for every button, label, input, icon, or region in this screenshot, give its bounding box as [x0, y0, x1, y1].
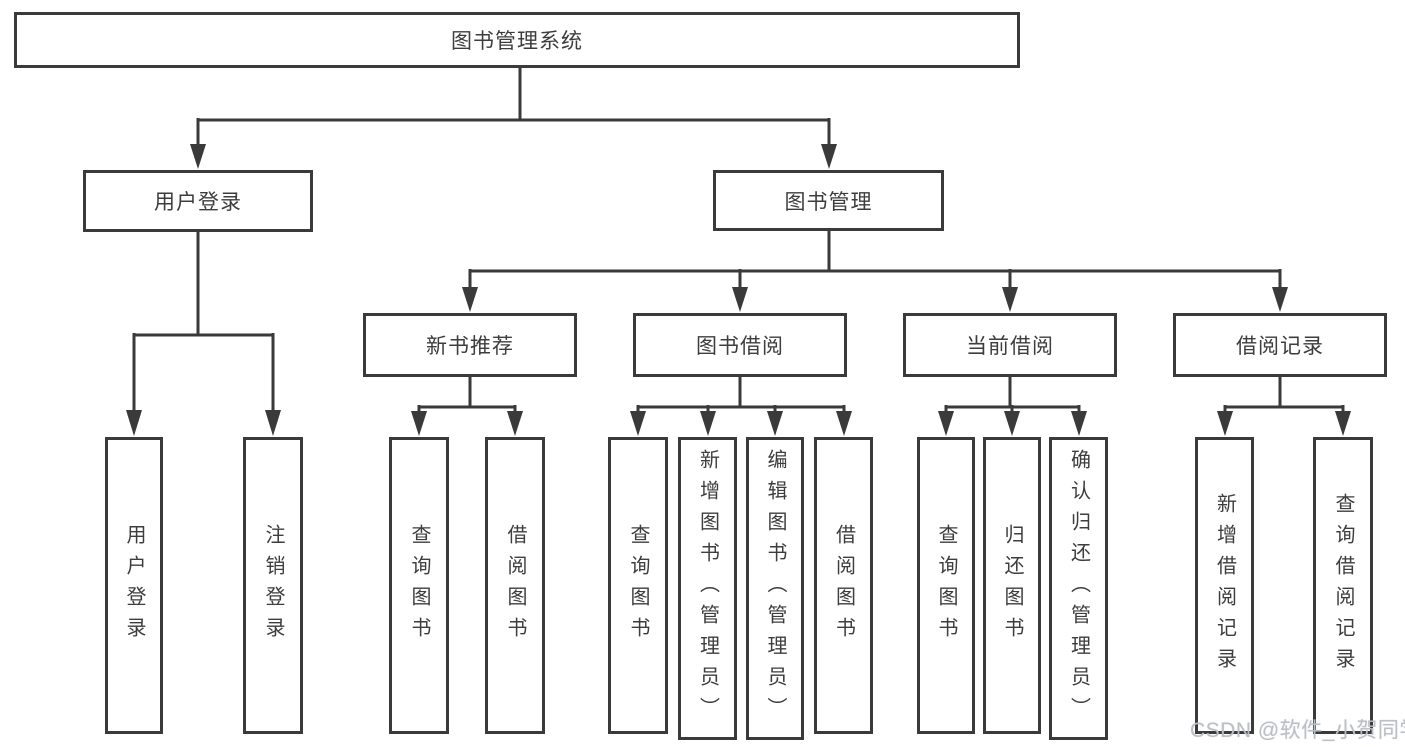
- arrowhead: [190, 144, 206, 169]
- leaf-edit-books-admin: 编辑图书（管理员）: [746, 437, 804, 740]
- leaf-query-books-recommend: 查询图书: [389, 437, 449, 734]
- arrowhead: [1335, 411, 1351, 436]
- arrowhead: [411, 411, 427, 436]
- node-book-management-branch: 图书管理: [713, 170, 944, 231]
- leaf-add-books-admin: 新增图书（管理员）: [678, 437, 737, 740]
- leaf-confirm-return-admin: 确认归还（管理员）: [1049, 437, 1108, 740]
- leaf-return-books: 归还图书: [983, 437, 1041, 734]
- node-borrowing-records: 借阅记录: [1173, 313, 1387, 377]
- arrowhead: [1071, 411, 1087, 436]
- arrowhead: [700, 411, 716, 436]
- arrowhead: [630, 411, 646, 436]
- arrowhead: [938, 411, 954, 436]
- leaf-query-borrow-record: 查询借阅记录: [1313, 437, 1373, 734]
- csdn-watermark: CSDN @软件_小贺同学: [1190, 719, 1405, 742]
- arrowhead: [507, 411, 523, 436]
- node-user-login-branch: 用户登录: [83, 170, 313, 232]
- leaf-user-login: 用户登录: [105, 437, 163, 734]
- leaf-logout: 注销登录: [243, 437, 303, 734]
- arrowhead: [821, 144, 837, 169]
- leaf-add-borrow-record: 新增借阅记录: [1195, 437, 1254, 734]
- node-library-management-system: 图书管理系统: [14, 12, 1020, 68]
- arrowhead: [265, 410, 281, 436]
- node-book-borrowing: 图书借阅: [633, 313, 847, 377]
- leaf-query-books-borrowing: 查询图书: [608, 437, 668, 734]
- node-current-borrowing: 当前借阅: [903, 313, 1117, 377]
- arrowhead: [1004, 411, 1020, 436]
- arrowhead: [836, 411, 852, 436]
- node-new-book-recommendation: 新书推荐: [363, 313, 577, 377]
- arrowhead: [1002, 287, 1018, 312]
- arrowhead: [767, 411, 783, 436]
- arrowhead: [462, 287, 478, 312]
- leaf-query-books-current: 查询图书: [917, 437, 975, 734]
- leaf-borrow-books-recommend: 借阅图书: [485, 437, 545, 734]
- arrowhead: [1272, 287, 1288, 312]
- arrowhead: [732, 287, 748, 312]
- arrowhead: [1217, 411, 1233, 436]
- leaf-borrow-books-borrowing: 借阅图书: [814, 437, 873, 734]
- arrowhead: [126, 410, 142, 436]
